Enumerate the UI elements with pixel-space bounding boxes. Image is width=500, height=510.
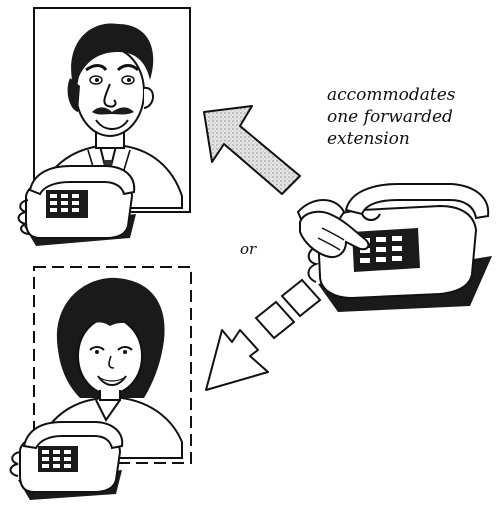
or-label: or	[240, 240, 256, 258]
man-telephone	[19, 166, 137, 246]
caption-line-1: accommodates	[327, 84, 497, 106]
forward-arrow-solid	[204, 106, 300, 194]
caption-line-2: one forwarded	[327, 106, 497, 128]
woman-telephone	[11, 422, 123, 500]
caption-text: accommodates one forwarded extension	[327, 84, 497, 150]
forward-arrow-dashed	[206, 280, 320, 390]
caption-line-3: extension	[327, 128, 497, 150]
dialing-telephone	[298, 184, 492, 312]
